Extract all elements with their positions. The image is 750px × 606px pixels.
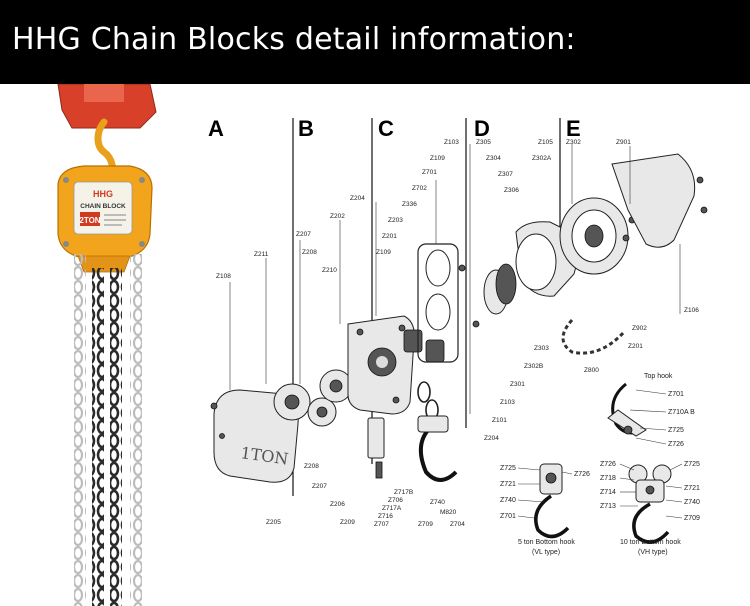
title-banner: HHG Chain Blocks detail information:	[0, 0, 750, 84]
top-trolley	[57, 84, 157, 129]
part-label: Z209	[340, 519, 355, 526]
nameplate-name: CHAIN BLOCK	[80, 203, 126, 210]
top-hook-label: Z726	[668, 441, 684, 448]
bottom-hook-10t-label: Z740	[684, 499, 700, 506]
top-hook-inset: Top hook Z701 Z710A B Z725 Z726	[607, 373, 695, 448]
hand-chain-right	[130, 254, 142, 606]
part-label: Z207	[296, 231, 311, 238]
part-label: Z704	[450, 521, 465, 528]
bottom-hook-10t-label: Z713	[600, 503, 616, 510]
part-label: Z304	[486, 155, 501, 162]
bottom-hook-10t-label: Z721	[684, 485, 700, 492]
top-trolley-plate	[84, 84, 124, 102]
part-label: Z103	[444, 139, 459, 146]
part-label: Z302	[566, 139, 581, 146]
load-chain-2	[110, 268, 122, 606]
part-label: Z701	[422, 169, 437, 176]
top-hook-label: Z701	[668, 391, 684, 398]
section-label-e: E	[566, 116, 581, 141]
part-label: Z208	[302, 249, 317, 256]
bottom-hook-10t-label: Z718	[600, 475, 616, 482]
part-label: Z202	[330, 213, 345, 220]
part-label: Z109	[376, 249, 391, 256]
part-label: Z103	[500, 399, 515, 406]
part-label: Z303	[534, 345, 549, 352]
part-label: Z204	[484, 435, 499, 442]
part-label: Z208	[304, 463, 319, 470]
bottom-hook-5t-label: Z725	[500, 465, 516, 472]
top-hook-label: Z710A B	[668, 409, 695, 416]
section-label-b: B	[298, 116, 314, 141]
part-label: Z201	[628, 343, 643, 350]
part-label: Z302B	[524, 363, 543, 370]
part-label: Z901	[616, 139, 631, 146]
part-label: Z105	[538, 139, 553, 146]
part-label: Z707	[374, 521, 389, 528]
part-label: Z205	[266, 519, 281, 526]
bottom-hook-10t-label: Z714	[600, 489, 616, 496]
bottom-hook-5t-label: Z726	[574, 471, 590, 478]
bottom-hook-10t-label: Z725	[684, 461, 700, 468]
bottom-hook-5t-inset: Z725 Z726 Z721 Z740 Z701 5 ton Bottom ho…	[500, 463, 590, 556]
hand-wheel-cover	[611, 153, 696, 248]
part-label: Z800	[584, 367, 599, 374]
part-label: Z211	[254, 251, 269, 258]
part-label: Z302A	[532, 155, 552, 162]
part-label: Z204	[350, 195, 365, 202]
part-label: Z206	[330, 501, 345, 508]
part-label: Z106	[684, 307, 699, 314]
top-hook-label: Z725	[668, 427, 684, 434]
part-label: Z702	[412, 185, 427, 192]
nameplate-brand: HHG	[93, 189, 113, 199]
part-label: Z336	[402, 201, 417, 208]
banner-title: HHG Chain Blocks detail information:	[12, 22, 576, 57]
part-label: Z709	[418, 521, 433, 528]
nameplate-capacity: 2TON	[79, 216, 100, 225]
bottom-hook-5t-label: Z721	[500, 481, 516, 488]
bottom-hook-10t-label: Z709	[684, 515, 700, 522]
bottom-hook-10t-caption: 10 ton Bottom hook	[620, 539, 681, 546]
part-label: Z706	[388, 497, 403, 504]
section-label-d: D	[474, 116, 490, 141]
section-label-a: A	[208, 116, 224, 141]
hand-chain-left	[74, 254, 86, 606]
part-label: Z203	[388, 217, 403, 224]
part-label: Z305	[476, 139, 491, 146]
top-hook-title: Top hook	[644, 373, 673, 380]
bottom-hook-10t-label: Z726	[600, 461, 616, 468]
load-sheave	[403, 329, 423, 353]
part-label: M820	[440, 509, 457, 516]
part-label: Z109	[430, 155, 445, 162]
load-chain-1	[92, 268, 104, 606]
part-label: Z306	[504, 187, 519, 194]
bottom-hook-10t-caption-type: (VH type)	[638, 549, 668, 556]
part-label: Z740	[430, 499, 445, 506]
part-label: Z902	[632, 325, 647, 332]
bottom-hook-5t-label: Z740	[500, 497, 516, 504]
part-label: Z301	[510, 381, 525, 388]
bottom-hook-5t-label: Z701	[500, 513, 516, 520]
part-label: Z108	[216, 273, 231, 280]
part-label: Z210	[322, 267, 337, 274]
exploded-parts-diagram: A B C D E 1TON	[208, 116, 708, 556]
part-label: Z101	[492, 417, 507, 424]
product-photo: HHG CHAIN BLOCK 2TON	[57, 84, 157, 606]
part-label: Z716	[378, 513, 393, 520]
hand-chain	[561, 318, 626, 355]
bottom-hook-10t-inset: Z726 Z725 Z718 Z721 Z714 Z740 Z713 Z709 …	[600, 461, 700, 556]
section-label-c: C	[378, 116, 394, 141]
part-label: Z307	[498, 171, 513, 178]
bottom-hook-c	[418, 426, 458, 482]
bottom-hook-5t-caption-type: (VL type)	[532, 549, 560, 556]
sheave-guide	[417, 243, 459, 363]
part-label: Z207	[312, 483, 327, 490]
part-label: Z717B	[394, 489, 413, 496]
part-label: Z717A	[382, 505, 402, 512]
part-label: Z201	[382, 233, 397, 240]
gear-cover	[213, 389, 299, 483]
bottom-hook-5t-caption: 5 ton Bottom hook	[518, 539, 575, 546]
